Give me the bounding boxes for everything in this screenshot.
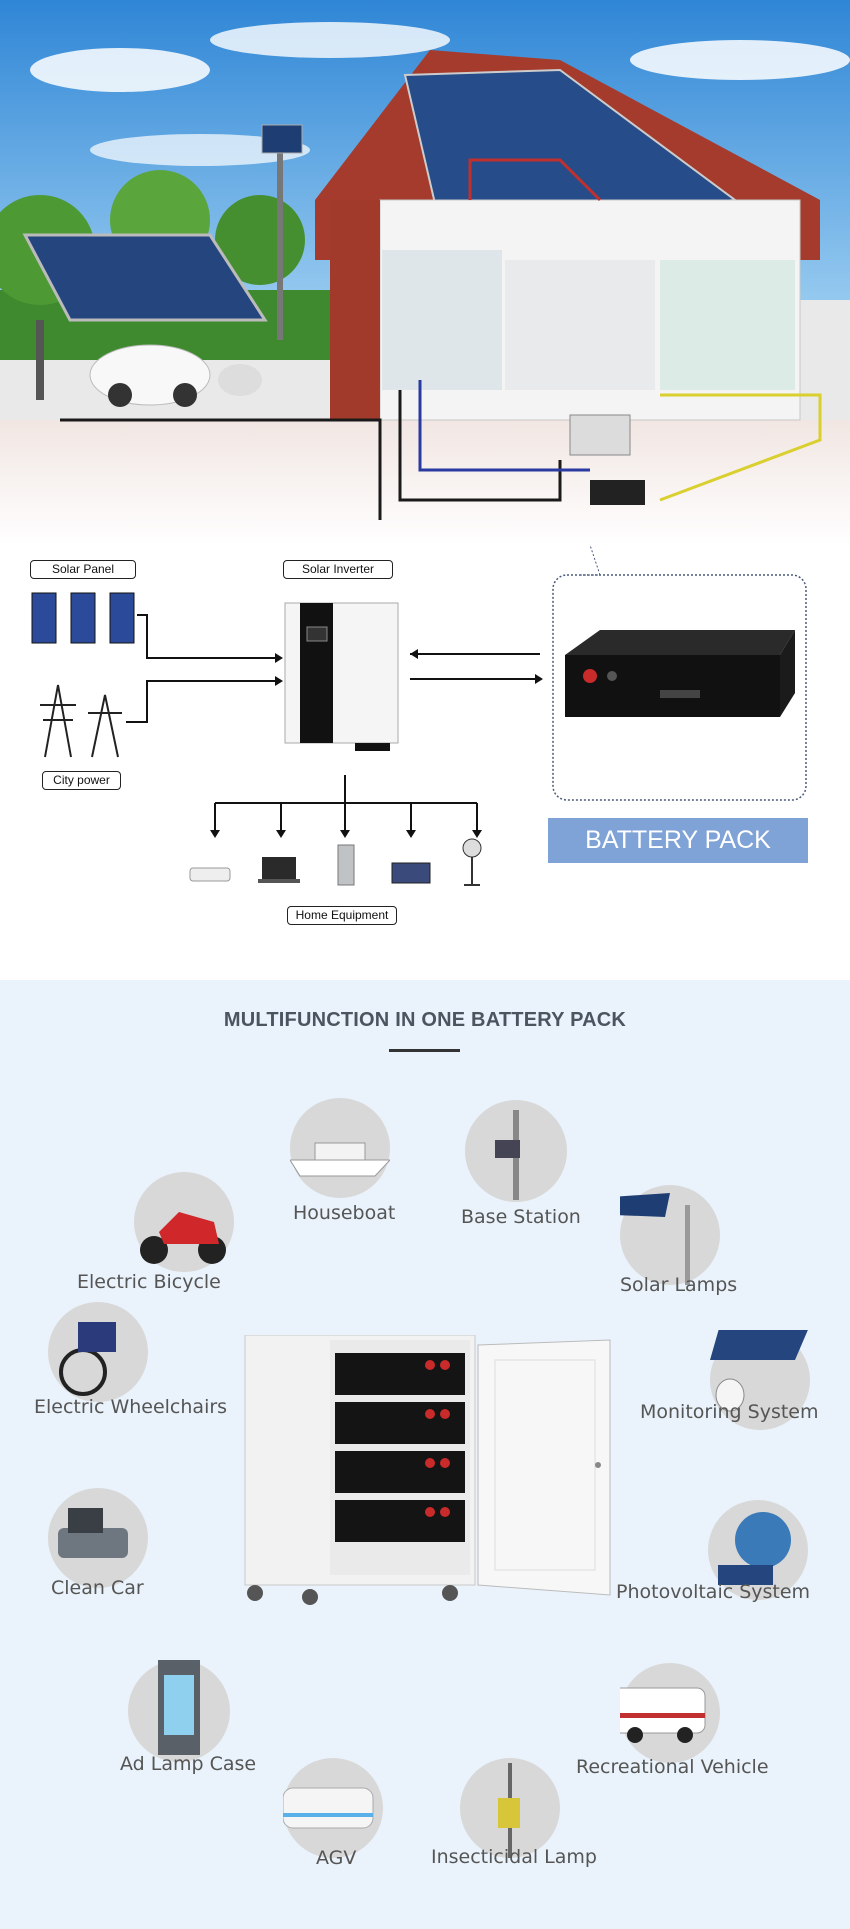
system-diagram: Solar Panel Solar Inverter City power Ho… — [0, 545, 850, 980]
agv-label: AGV — [316, 1847, 357, 1869]
solar-lamp-icon — [610, 1185, 720, 1285]
electric-bicycle-icon — [134, 1172, 234, 1272]
ad-lamp-case-label: Ad Lamp Case — [120, 1753, 257, 1775]
laptop-icon — [258, 857, 300, 883]
recreational-vehicle-label: Recreational Vehicle — [576, 1756, 769, 1778]
battery-cabinet-image — [244, 1335, 611, 1605]
photovoltaic-system-icon — [708, 1500, 808, 1600]
solar-lamps-label: Solar Lamps — [620, 1274, 738, 1296]
solar-inverter-label: Solar Inverter — [283, 560, 393, 579]
power-pylon-icon — [40, 684, 122, 758]
fan-icon — [462, 838, 482, 886]
photovoltaic-system-label: Photovoltaic System — [616, 1581, 811, 1603]
base-station-label: Base Station — [461, 1206, 581, 1228]
clean-car-label: Clean Car — [51, 1577, 144, 1599]
monitoring-system-label: Monitoring System — [640, 1401, 819, 1423]
city-power-label: City power — [42, 771, 121, 790]
houseboat-label: Houseboat — [293, 1202, 396, 1224]
diagram-graphic — [31, 545, 807, 886]
refrigerator-icon — [337, 844, 355, 886]
house-scene-graphic — [0, 0, 850, 545]
electric-wheelchairs-label: Electric Wheelchairs — [34, 1396, 228, 1418]
electric-bicycle-label: Electric Bicycle — [77, 1271, 221, 1293]
battery-module-icon — [565, 630, 795, 717]
recreational-vehicle-icon — [609, 1663, 720, 1763]
monitoring-system-icon — [710, 1325, 810, 1430]
solar-inverter-icon — [284, 602, 399, 751]
insecticidal-lamp-label: Insecticidal Lamp — [431, 1846, 597, 1868]
section-title: MULTIFUNCTION IN ONE BATTERY PACK — [223, 1009, 627, 1031]
ad-lamp-case-icon — [128, 1655, 230, 1762]
clean-car-icon — [48, 1488, 148, 1588]
title-underline — [389, 1049, 460, 1052]
solar-panel-icon — [31, 592, 135, 644]
home-equipment-label: Home Equipment — [287, 906, 397, 925]
battery-pack-banner: BATTERY PACK — [548, 818, 808, 863]
applications-section: MULTIFUNCTION IN ONE BATTERY PACK Houseb… — [0, 980, 850, 1929]
agv-icon — [282, 1758, 383, 1858]
tv-icon — [391, 862, 431, 884]
electric-wheelchair-icon — [48, 1302, 148, 1402]
base-station-icon — [465, 1100, 567, 1202]
houseboat-icon — [289, 1098, 392, 1198]
house-illustration — [0, 0, 850, 545]
air-conditioner-icon — [189, 867, 231, 882]
solar-panel-label: Solar Panel — [30, 560, 136, 579]
insecticidal-lamp-icon — [460, 1758, 560, 1858]
